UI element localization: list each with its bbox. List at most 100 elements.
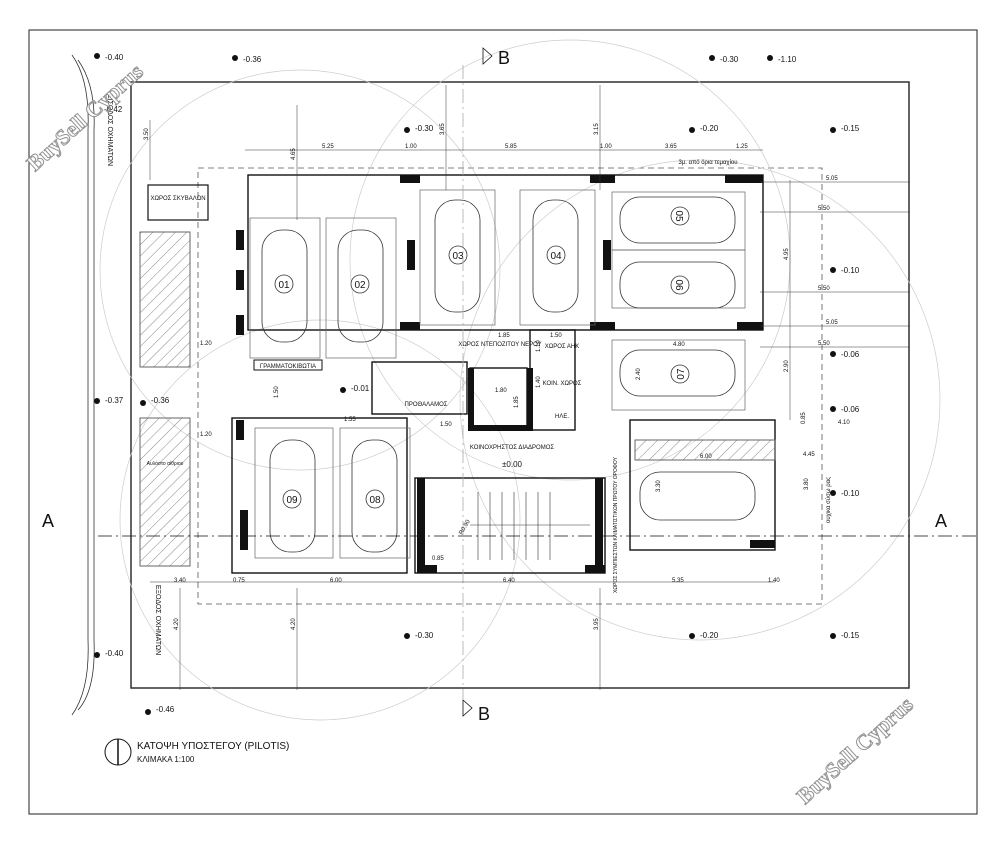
- lvl: -0.36: [243, 55, 262, 64]
- room-ahk: ΧΩΡΟΣ ΑΗΚ: [545, 344, 580, 350]
- lvl: -0.20: [700, 631, 719, 640]
- dim: 1.50: [550, 333, 562, 339]
- car-08: 08: [369, 495, 381, 506]
- car-02: 02: [354, 280, 366, 291]
- car-04: 04: [550, 251, 562, 262]
- mailbox-rect: [253, 359, 323, 371]
- car-01: 01: [278, 280, 290, 291]
- lvl: -0.30: [720, 55, 739, 64]
- room-common: ΚΟΙΝ. ΧΩΡΟΣ: [543, 381, 582, 387]
- dim: 5.35: [672, 578, 684, 584]
- dim: 5.05: [826, 320, 838, 326]
- dim: 4.10: [838, 420, 850, 426]
- room-foyer: ΠΡΟΘΑΛΑΜΟΣ: [405, 402, 448, 408]
- dim: 5.50: [818, 286, 830, 292]
- dim: 6.40: [503, 578, 515, 584]
- dim: 1.50: [274, 386, 280, 398]
- car-03: 03: [452, 251, 464, 262]
- lvl: -0.01: [351, 384, 370, 393]
- room-ac: ΧΩΡΟΣ ΣΥΜΠΙΕΣΤΩΝ ΚΛΙΜΑΤΙΣΤΙΚΩΝ ΠΡΩΤΟΥ ΟΡ…: [613, 456, 619, 593]
- dim: 1.00: [405, 144, 417, 150]
- dim: 4.80: [673, 342, 685, 348]
- dimension-labels: 5.25 1.00 5.85 1.00 3.65 1.25 3.50 4.65 …: [144, 123, 850, 630]
- dim: 4.45: [803, 452, 815, 458]
- dim: 1.85: [498, 333, 510, 339]
- boundary-note: 3μ. από όρια τεμαχίου: [678, 159, 737, 166]
- lvl: -0.42: [104, 105, 123, 114]
- lvl: -0.10: [841, 266, 860, 275]
- dim: 3.30: [656, 480, 662, 492]
- room-elec: ΗΛΕ.: [555, 414, 569, 420]
- lvl: -0.40: [105, 53, 124, 62]
- dim: 3.65: [665, 144, 677, 150]
- ac-hatch: [634, 439, 776, 461]
- lvl: -0.46: [156, 705, 175, 714]
- section-a-right: A: [935, 511, 947, 531]
- dim: 1.00: [600, 144, 612, 150]
- dim: 0.85: [801, 412, 807, 424]
- dim: 0.75: [233, 578, 245, 584]
- dim: 5.85: [505, 144, 517, 150]
- lvl: -0.06: [841, 405, 860, 414]
- plants-left-bottom: [139, 417, 191, 567]
- dim: 3.40: [174, 578, 186, 584]
- dim: 0.85: [432, 556, 444, 562]
- entry-top: ΕΙΣΟΔΟΣ ΟΧΗΜΑΤΩΝ: [106, 94, 113, 166]
- section-markers: [98, 47, 980, 717]
- section-b-bottom: B: [478, 704, 490, 724]
- lvl: -0.15: [841, 124, 860, 133]
- drawing-frame: [28, 29, 978, 815]
- dim: R0.90: [459, 519, 473, 536]
- plan-title: ΚΑΤΟΨΗ ΥΠΟΣΤΕΓΟΥ (PILOTIS): [137, 741, 289, 752]
- dim: 1.85: [514, 396, 520, 408]
- dim: 3.50: [144, 128, 150, 140]
- plants-left-top: [139, 231, 191, 368]
- dim: 1.10: [536, 340, 542, 352]
- dim: 1.25: [736, 144, 748, 150]
- dim: 3.95: [594, 618, 600, 630]
- walls: [231, 174, 776, 574]
- lvl: -1.10: [778, 55, 797, 64]
- car-06: 06: [673, 279, 684, 291]
- lvl: -0.36: [151, 396, 170, 405]
- room-trash: ΧΩΡΟΣ ΣΚΥΒΑΛΩΝ: [150, 196, 205, 202]
- lvl: -0.30: [415, 631, 434, 640]
- dim: 2.90: [784, 360, 790, 372]
- plot-boundary: [130, 81, 910, 689]
- lvl: -0.20: [700, 124, 719, 133]
- car-05: 05: [673, 210, 684, 222]
- room-corridor-level: ±0.00: [502, 460, 523, 469]
- dim: 2.40: [636, 368, 642, 380]
- dim: 1.80: [495, 388, 507, 394]
- dim: 5.25: [322, 144, 334, 150]
- section-b-top: B: [498, 48, 510, 68]
- cars: [261, 196, 756, 553]
- dim: 4.20: [174, 618, 180, 630]
- thick-walls: [236, 175, 775, 573]
- construction-circles: [99, 39, 941, 721]
- lvl: -0.15: [841, 631, 860, 640]
- section-a-left: A: [42, 511, 54, 531]
- room-water-tank: ΧΩΡΟΣ ΝΤΕΠΟΖΙΤΟΥ ΝΕΡΟΥ: [458, 342, 541, 348]
- dim: 4.95: [784, 248, 790, 260]
- dim: 4.20: [291, 618, 297, 630]
- dim: 6.00: [700, 454, 712, 460]
- car-09: 09: [286, 495, 298, 506]
- dim: 4.65: [291, 148, 297, 160]
- watermark-bottom: BuySell Cyprus: [792, 691, 919, 808]
- car-07: 07: [676, 368, 687, 380]
- dim: 1.40: [536, 376, 542, 388]
- dim: 5.50: [818, 341, 830, 347]
- dim: 3.15: [594, 123, 600, 135]
- entry-bottom: ΕΞΟΔΟΣ ΟΧΗΜΑΤΩΝ: [154, 585, 161, 655]
- plan-scale: ΚΛΙΜΑΚΑ 1:100: [137, 755, 195, 764]
- dim: 1.20: [200, 341, 212, 347]
- room-mailboxes: ΓΡΑΜΜΑΤΟΚΙΒΩΤΙΑ: [260, 364, 316, 370]
- side-note: ουχικα σύσω ρας: [826, 477, 832, 523]
- lvl: -0.06: [841, 350, 860, 359]
- lvl: -0.30: [415, 124, 434, 133]
- dim: 1.50: [440, 422, 452, 428]
- lvl: -0.37: [105, 396, 124, 405]
- lvl: -0.40: [105, 649, 124, 658]
- parking-bays: [249, 189, 746, 559]
